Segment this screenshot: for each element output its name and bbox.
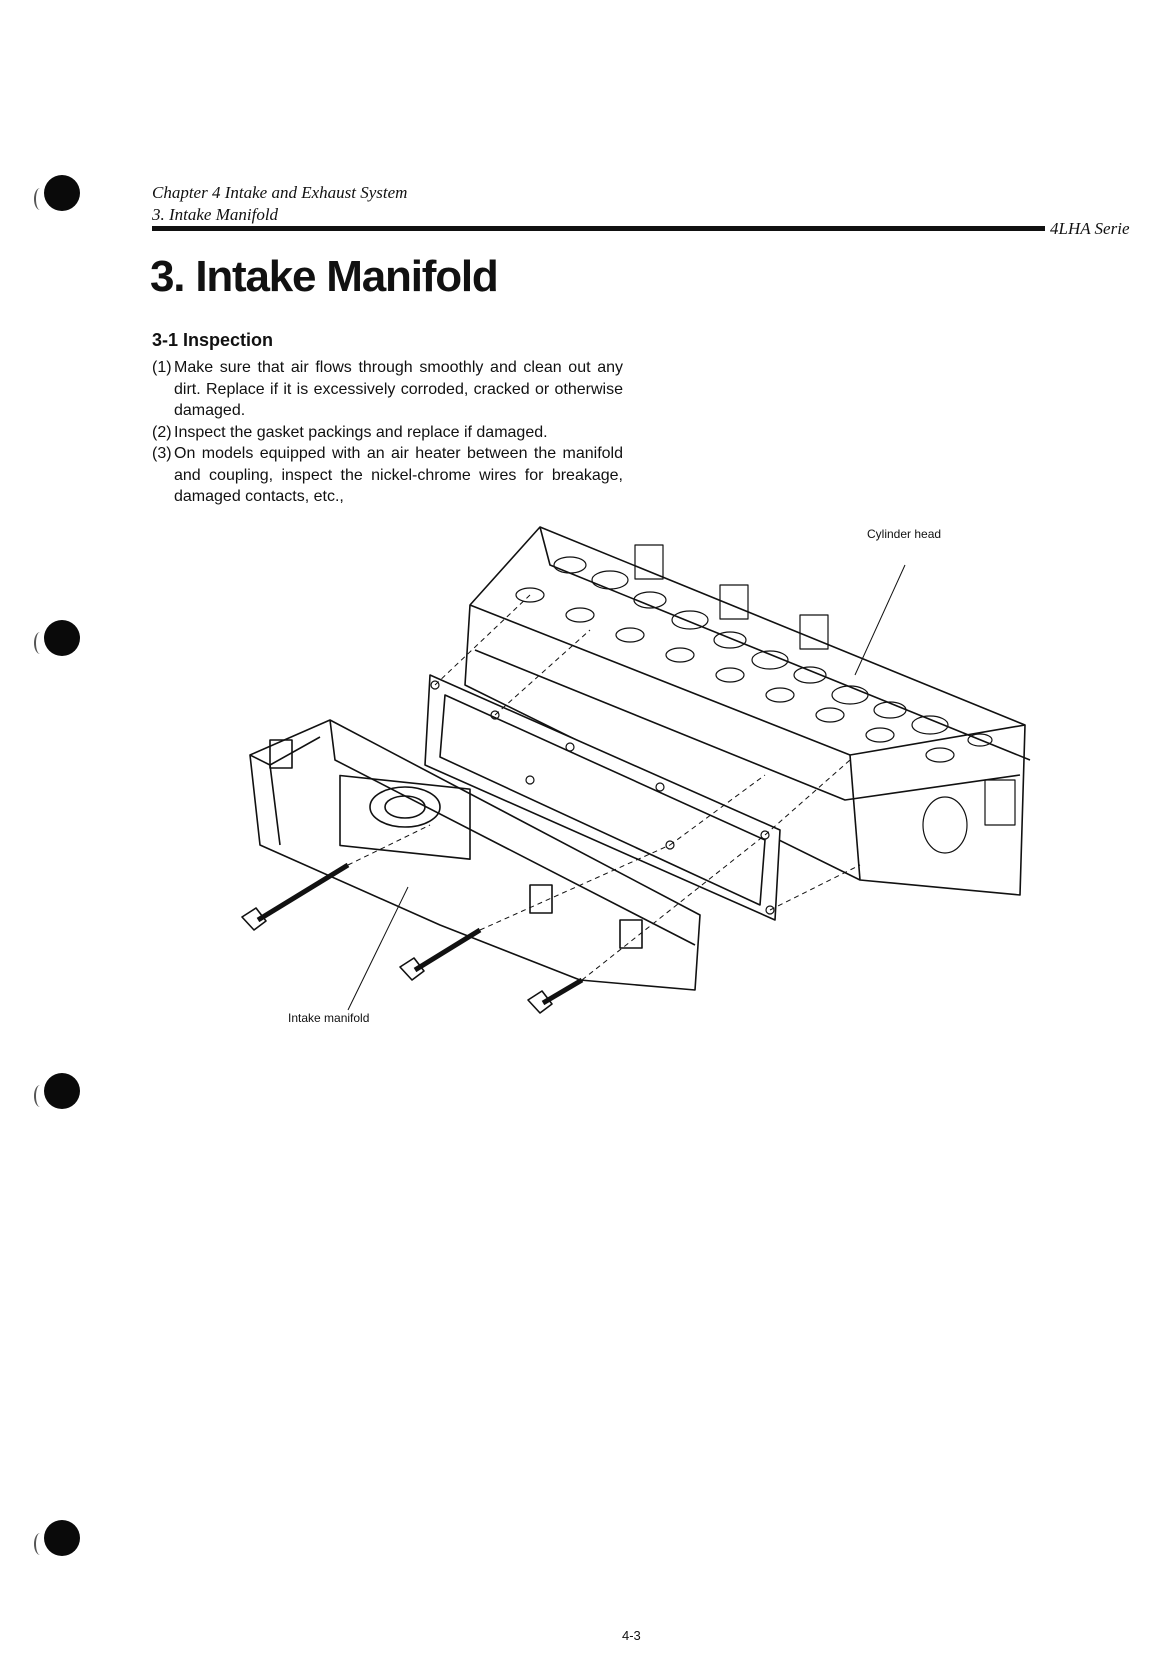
inspection-step: (1)Make sure that air flows through smoo… (148, 357, 623, 422)
cylinder-head-drawing (464, 526, 1031, 896)
punch-hole-edge (34, 1085, 46, 1107)
step-number: (1) (152, 359, 172, 376)
intake-manifold-leader (347, 886, 409, 1011)
running-header: Chapter 4 Intake and Exhaust System 3. I… (152, 182, 407, 226)
punch-hole (44, 620, 80, 656)
inspection-step: (3)On models equipped with an air heater… (148, 443, 623, 508)
step-number: (2) (152, 423, 172, 441)
exploded-view-figure: Cylinder head Intake manifold (240, 525, 1100, 1105)
section-title: 3. Intake Manifold (152, 205, 279, 224)
series-label: 4LHA Serie (1050, 219, 1130, 238)
inspection-step: (2)Inspect the gasket packings and repla… (148, 422, 623, 444)
bolt-drawing (241, 862, 584, 1014)
punch-hole-edge (34, 188, 46, 210)
step-text: Inspect the gasket packings and replace … (174, 423, 548, 441)
alignment-lines (347, 594, 861, 981)
intake-manifold-drawing (249, 719, 701, 991)
punch-hole-edge (34, 632, 46, 654)
punch-hole (44, 175, 80, 211)
chapter-title: Chapter 4 Intake and Exhaust System (152, 183, 408, 202)
header-rule (152, 226, 1045, 231)
punch-hole (44, 1520, 80, 1556)
exploded-view-drawing (241, 526, 1031, 1014)
gasket-drawing (424, 674, 781, 921)
page-number: 4-3 (622, 1628, 641, 1643)
inspection-steps: (1)Make sure that air flows through smoo… (148, 357, 623, 508)
punch-hole (44, 1073, 80, 1109)
intake-manifold-label: Intake manifold (288, 1011, 370, 1025)
punch-hole-edge (34, 1533, 46, 1555)
step-number: (3) (152, 445, 172, 462)
cylinder-head-leader (854, 564, 906, 676)
cylinder-head-label: Cylinder head (867, 527, 942, 541)
step-text: Make sure that air flows through smoothl… (174, 359, 623, 419)
step-text: On models equipped with an air heater be… (174, 445, 623, 505)
page-title: 3. Intake Manifold (150, 252, 499, 301)
inspection-heading: 3-1 Inspection (152, 330, 274, 350)
